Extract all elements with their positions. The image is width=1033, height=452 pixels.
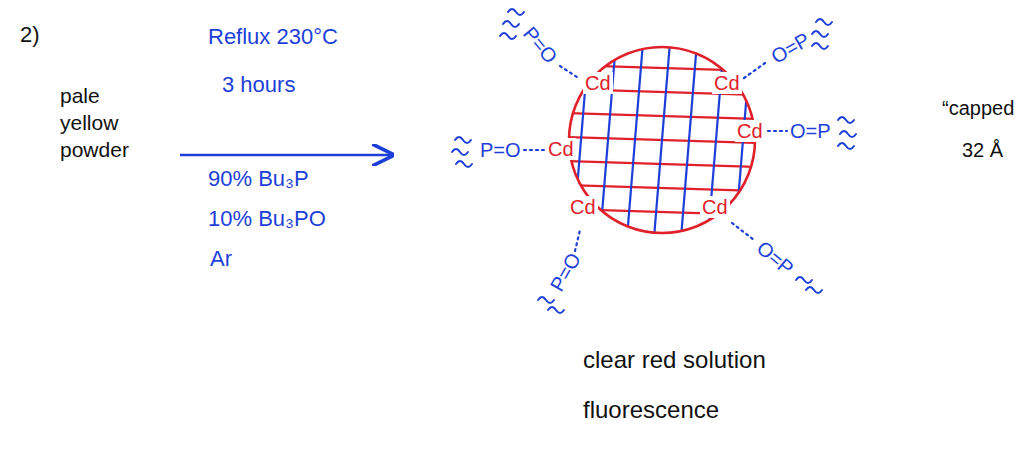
solvent: 90% Bu₃P bbox=[208, 166, 309, 192]
surface-atom: Cd bbox=[700, 196, 730, 218]
note: “capped bbox=[942, 96, 1014, 120]
observation: fluorescence bbox=[583, 396, 719, 425]
ligand: P=O bbox=[544, 248, 585, 295]
size: 32 Å bbox=[962, 138, 1003, 162]
observation: clear red solution bbox=[583, 346, 766, 375]
ligand: P=O bbox=[518, 22, 562, 69]
surface-atom: Cd bbox=[735, 120, 765, 142]
ligand: O=P bbox=[766, 27, 813, 68]
solvent: 10% Bu₃PO bbox=[208, 206, 326, 232]
crystal-border bbox=[569, 47, 755, 233]
surface-atom: Cd bbox=[712, 72, 742, 94]
starting-material: pale yellow powder bbox=[60, 82, 142, 163]
surface-atom: Cd bbox=[583, 72, 613, 94]
nanocrystal: CdCdCdCdCdCd bbox=[540, 40, 790, 250]
atmosphere: Ar bbox=[210, 246, 232, 272]
surface-atom: Cd bbox=[568, 196, 598, 218]
step-number: 2) bbox=[20, 22, 40, 48]
ligand: O=P bbox=[790, 119, 831, 143]
surface-atom: Cd bbox=[546, 138, 576, 160]
alkyl-chains bbox=[452, 9, 856, 313]
crystal-outline bbox=[540, 40, 790, 250]
reaction-arrow bbox=[180, 154, 392, 157]
ligand: P=O bbox=[480, 138, 521, 162]
condition: 3 hours bbox=[222, 72, 295, 98]
condition: Reflux 230°C bbox=[208, 24, 338, 50]
lattice bbox=[564, 42, 760, 238]
ligand: O=P bbox=[752, 236, 799, 280]
